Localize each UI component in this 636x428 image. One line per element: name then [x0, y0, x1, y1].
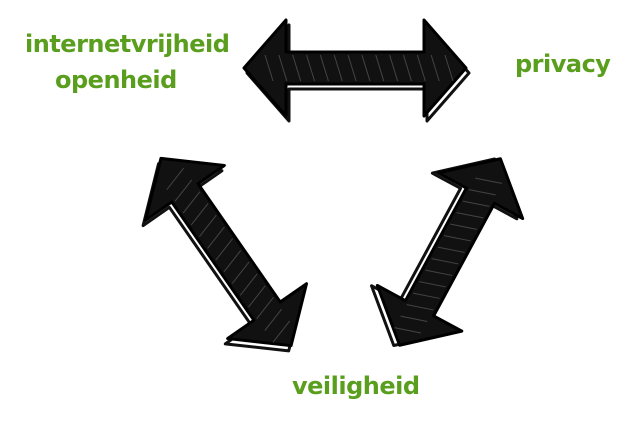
double-arrow-icon-left: [141, 156, 309, 353]
double-arrow-icon-top: [242, 18, 471, 123]
label-internet-freedom: internetvrijheid: [25, 30, 230, 58]
label-openness: openheid: [55, 66, 177, 94]
label-privacy: privacy: [515, 50, 611, 78]
double-arrow-icon-right: [370, 157, 525, 348]
label-security: veiligheid: [292, 372, 420, 400]
